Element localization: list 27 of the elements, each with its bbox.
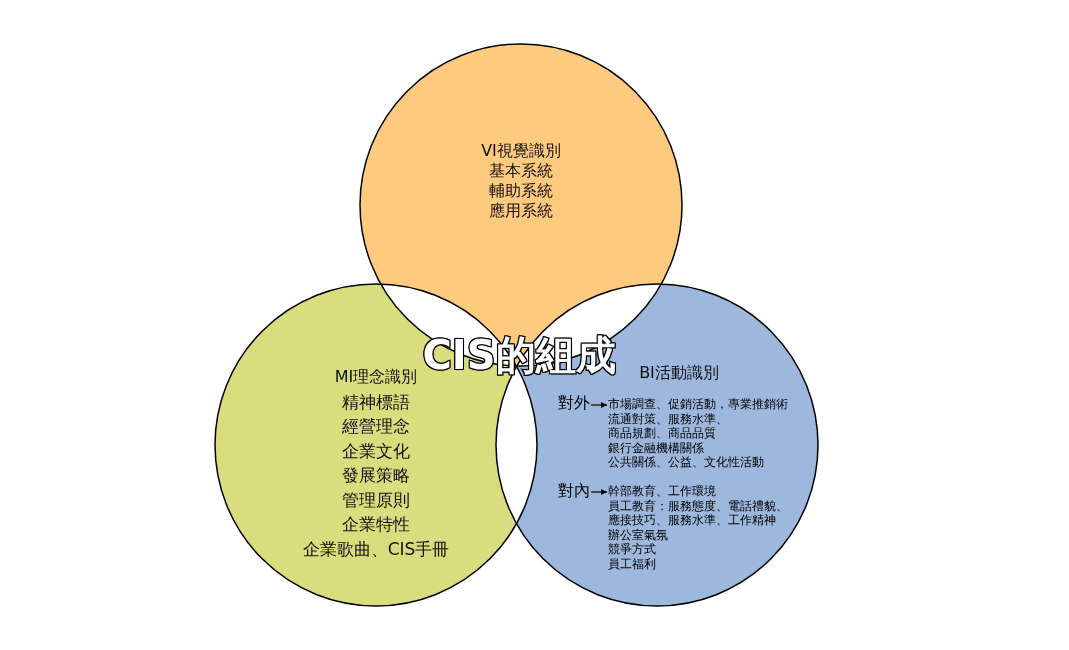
list-item: 輔助系統 [488,181,554,201]
list-item: 市場調查、促銷活動，專業推銷術 [608,397,788,412]
list-item: 企業特性 [341,513,411,536]
circle-heading: VI視覺識別 [480,141,562,161]
list-item: 銀行金融機構關係 [608,440,705,456]
category-label: 對內 [558,481,590,501]
list-item: 經營理念 [341,415,411,438]
list-item: 管理原則 [341,488,411,512]
list-item: 應用系統 [488,201,554,221]
arrow [590,402,608,408]
list-item: 幹部教育、工作環境 [608,484,717,499]
list-item: 公共關係、公益、文化性活動 [608,455,765,470]
list-item: 基本系統 [488,161,554,181]
category-label: 對外 [558,393,590,413]
list-item: 競爭方式 [608,542,657,557]
list-item: 員工教育：服務態度、電話禮貌、 [608,498,788,514]
list-item: 企業文化 [341,439,411,463]
list-item: 發展策略 [341,464,411,487]
list-item: 精神標語 [341,390,411,414]
list-item: 商品規劃、商品品質 [608,426,717,441]
list-item: 流通對策、服務水準、 [608,411,729,427]
list-item: 企業歌曲、CIS手冊 [301,537,451,561]
circle-heading: MI理念識別 [333,366,419,388]
list-item: 辦公室氣氛 [608,527,669,543]
list-item: 員工福利 [608,556,657,572]
list-item: 應接技巧、服務水準、工作精神 [608,513,777,528]
circle-heading: BI活動識別 [638,363,720,383]
